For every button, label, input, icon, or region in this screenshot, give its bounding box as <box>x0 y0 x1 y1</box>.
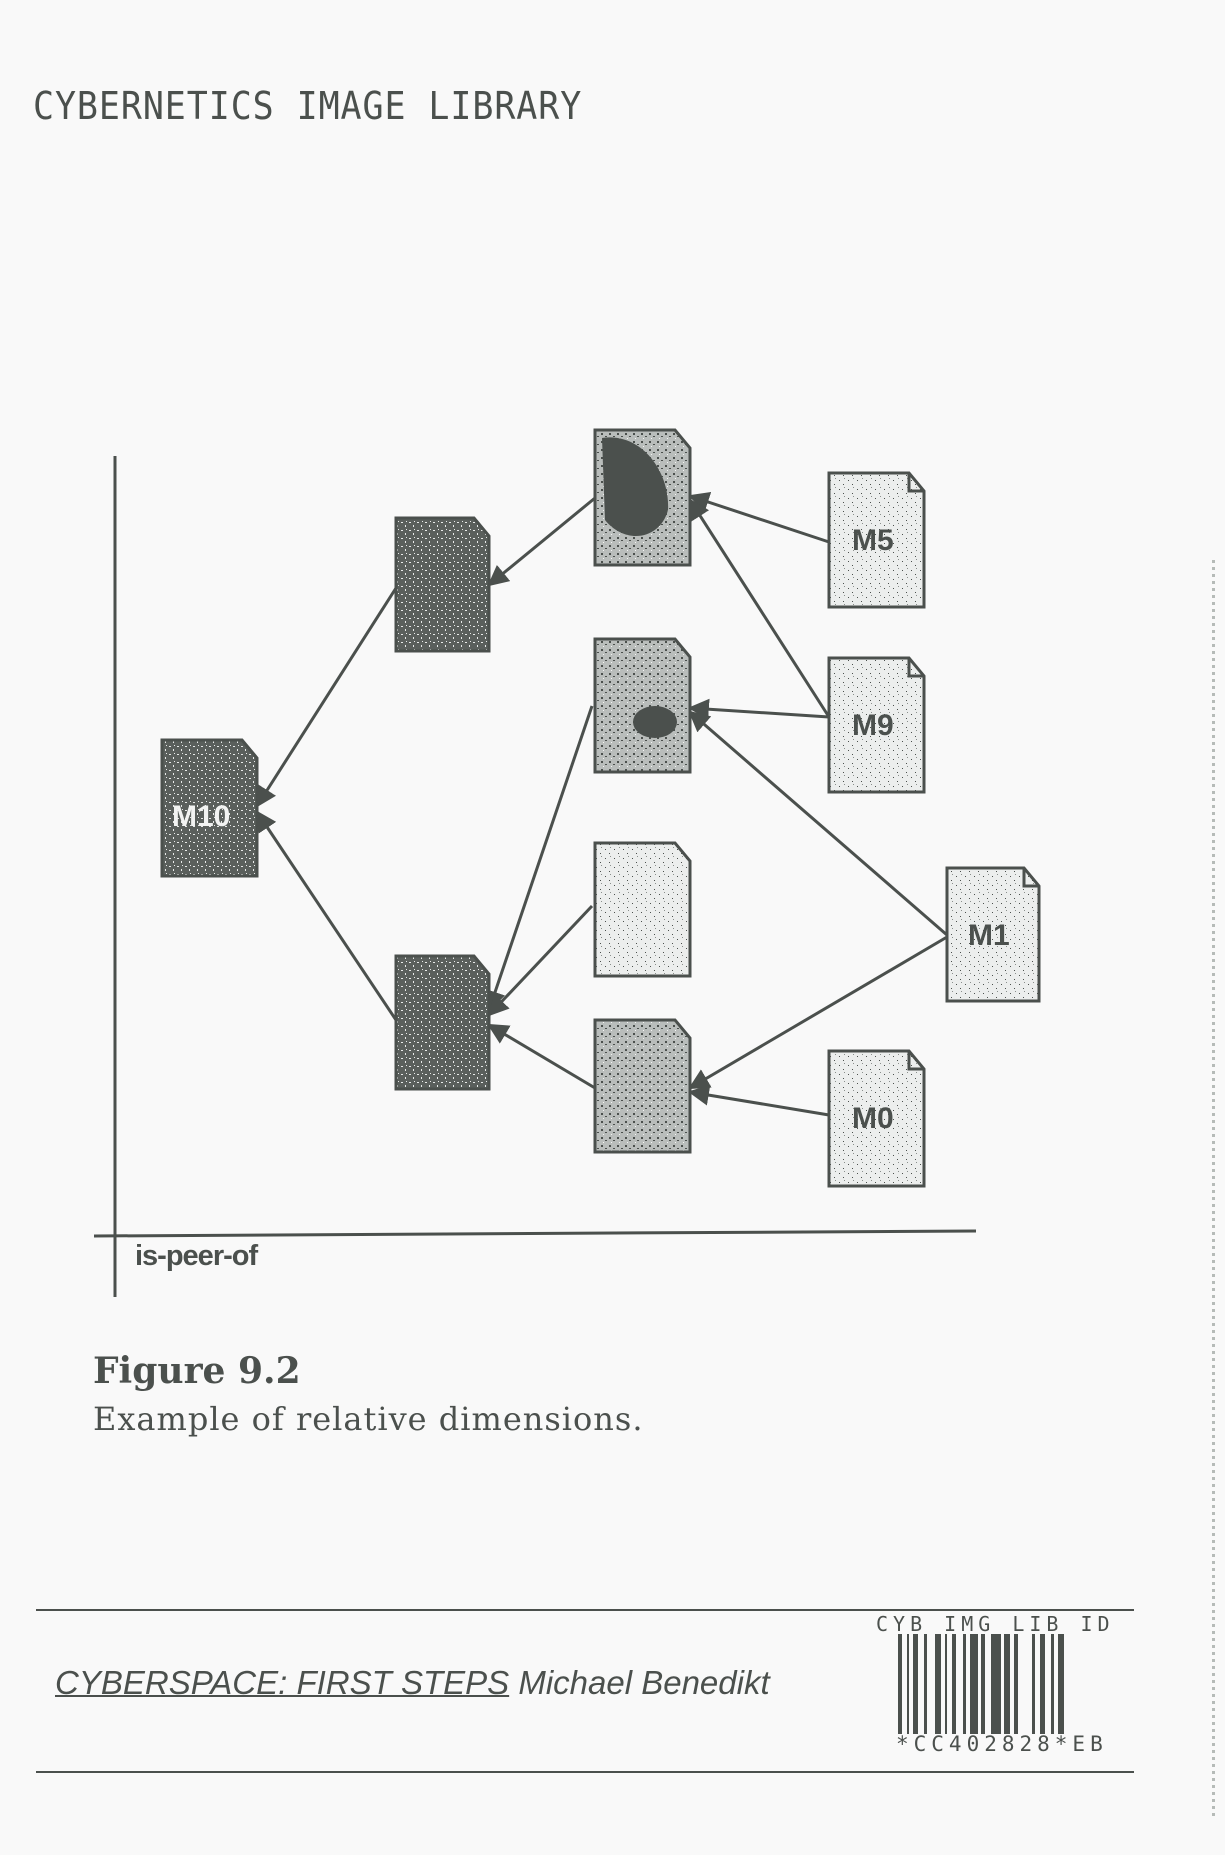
library-title: CYBERNETICS IMAGE LIBRARY <box>33 84 583 128</box>
node-label-m9: M9 <box>852 709 894 742</box>
edge-m0-to-r4 <box>687 1084 830 1117</box>
edge-m1-to-r4 <box>688 935 948 1090</box>
edge-topmid-to-m10 <box>255 587 398 808</box>
node-label-m5: M5 <box>852 524 894 557</box>
node-r3 <box>593 841 692 978</box>
node-bottom-mid <box>394 954 491 1091</box>
edge-m9-to-r1 <box>688 498 831 718</box>
figure-caption: Example of relative dimensions. <box>93 1400 644 1438</box>
axis-label: is-peer-of <box>135 1240 258 1272</box>
edge-m9-to-r2 <box>687 698 830 720</box>
node-r2 <box>593 637 692 774</box>
book-title-link[interactable]: CYBERSPACE: FIRST STEPS <box>55 1664 510 1701</box>
author-name: Michael Benedikt <box>518 1664 770 1701</box>
node-label-m10: M10 <box>172 800 230 833</box>
node-top-mid <box>394 516 491 653</box>
node-m10: M10 <box>160 738 259 878</box>
node-m9: M9 <box>827 656 926 794</box>
edge-m5-to-r1 <box>688 491 830 544</box>
axes <box>93 456 977 1297</box>
horizontal-axis <box>93 1229 977 1238</box>
barcode-bars <box>898 1634 1120 1734</box>
node-m0: M0 <box>827 1049 926 1188</box>
barcode: CYB IMG LIB ID *CC402828*EB <box>876 1612 1121 1757</box>
node-m5: M5 <box>827 471 926 609</box>
node-r1 <box>593 428 692 567</box>
node-label-m0: M0 <box>852 1102 894 1135</box>
barcode-id-text: *CC402828*EB <box>896 1732 1108 1756</box>
barcode-top-text: CYB IMG LIB ID <box>876 1612 1115 1636</box>
book-citation: CYBERSPACE: FIRST STEPS Michael Benedikt <box>55 1664 770 1702</box>
edge-r4-to-bottommid <box>487 1023 596 1090</box>
footer-bottom-rule <box>36 1771 1134 1773</box>
scan-edge-noise <box>1212 560 1215 1820</box>
edge-r2-to-bottommid <box>485 705 594 1012</box>
node-m1: M1 <box>945 866 1041 1003</box>
node-label-m1: M1 <box>968 919 1010 952</box>
edge-m1-to-r2 <box>688 710 948 937</box>
figure-number: Figure 9.2 <box>93 1350 301 1392</box>
footer-top-rule <box>36 1609 1134 1611</box>
edges <box>255 491 948 1117</box>
nodes: M10 M5 <box>160 428 1041 1188</box>
node-r4 <box>593 1018 692 1154</box>
edge-r1-to-topmid <box>487 496 596 587</box>
edge-bottommid-to-m10 <box>255 810 398 1021</box>
edge-r3-to-bottommid <box>487 904 594 1017</box>
